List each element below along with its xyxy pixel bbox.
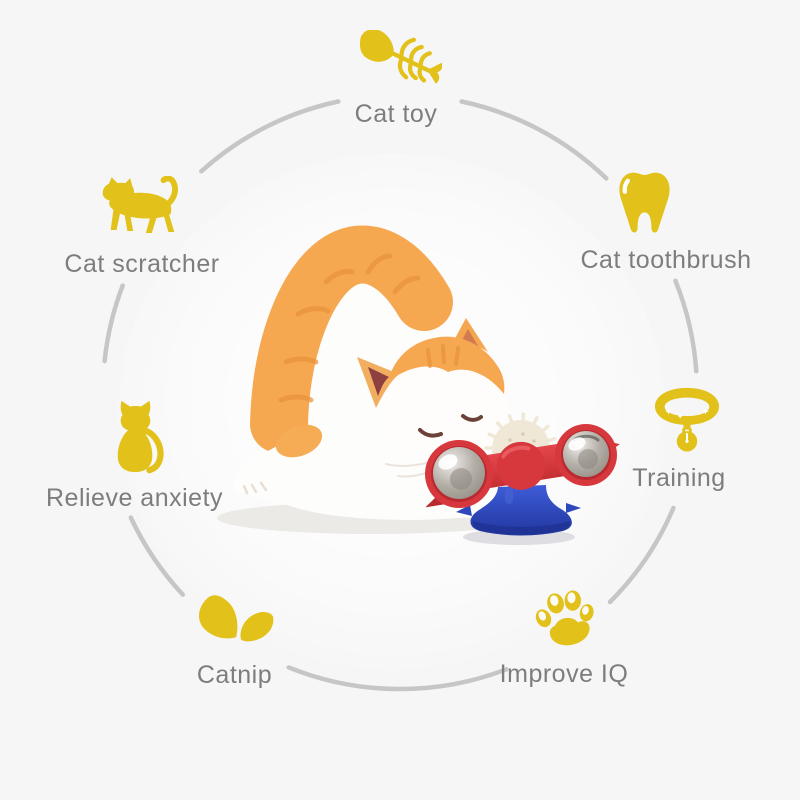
feature-catnip-label: Catnip (196, 661, 273, 689)
windmill-toy (425, 412, 620, 545)
feature-circle (102, 99, 699, 692)
feature-relieve-anxiety: Relieve anxiety (42, 398, 227, 513)
feature-relieve-anxiety-label: Relieve anxiety (45, 484, 224, 512)
feature-catnip: Catnip (142, 594, 327, 690)
feature-training: Training (589, 384, 769, 493)
feature-cat-toy-label: Cat toy (354, 100, 438, 128)
paw-icon (533, 590, 595, 648)
cat-sitting-icon (104, 398, 166, 475)
clear-ball-left (425, 440, 493, 508)
feature-cat-toothbrush-label: Cat toothbrush (580, 246, 752, 274)
leaf-icon (194, 594, 276, 649)
clear-ball-right (555, 424, 617, 486)
cat-walking-icon (97, 175, 187, 241)
feature-cat-toothbrush: Cat toothbrush (566, 168, 766, 275)
collar-icon (651, 384, 723, 452)
fishbone-icon (350, 29, 444, 91)
feature-improve-iq-label: Improve IQ (499, 660, 629, 688)
tooth-icon (616, 168, 673, 237)
kitten-photo (217, 225, 527, 534)
feature-cat-toy: Cat toy (296, 29, 496, 129)
feature-cat-scratcher-label: Cat scratcher (64, 250, 220, 278)
feature-training-label: Training (632, 464, 726, 492)
feature-cat-scratcher: Cat scratcher (52, 175, 232, 279)
feature-improve-iq: Improve IQ (474, 590, 654, 689)
